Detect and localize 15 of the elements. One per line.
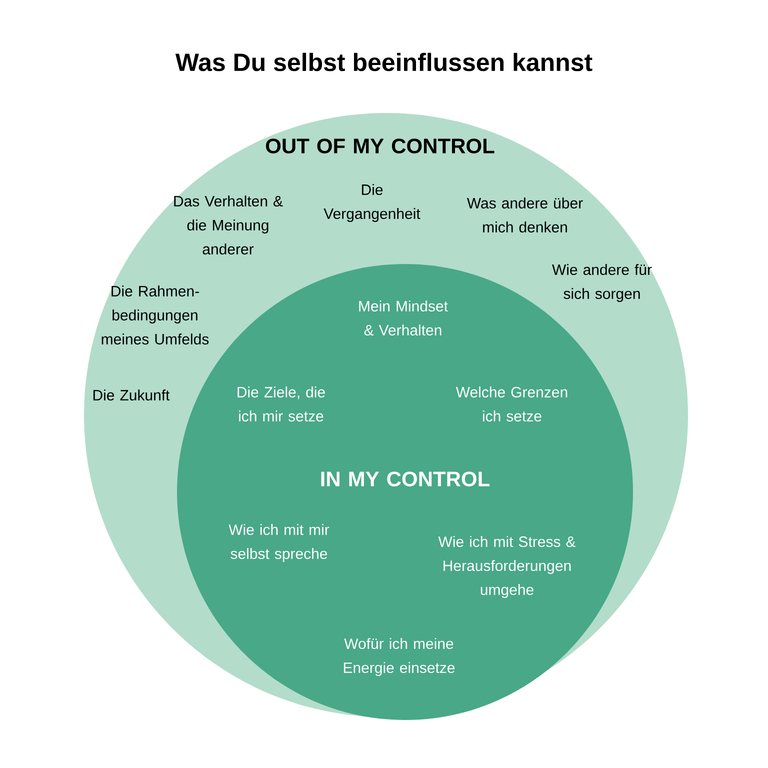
circle-item: Die Vergangenheit (324, 184, 420, 222)
circle-item: Was andere über mich denken (466, 198, 583, 232)
circle-item: Die Zukunft (93, 390, 170, 400)
circle-item: Welche Grenzen ich setze (456, 386, 568, 422)
circle-heading: IN MY CONTROL (321, 472, 490, 486)
circle-item: Mein Mindset & Verhalten (359, 300, 448, 336)
circle-item: Wie ich mit Stress & Herausforderungen umgehe (438, 536, 576, 598)
title: Was Du selbst beeinflussen kannst (175, 52, 592, 72)
circle-item: Die Rahmen-bedingungen meines Umfelds (102, 286, 209, 344)
circle-heading: OUT OF MY CONTROL (266, 138, 494, 154)
circle-item: Wie ich mit mir selbst spreche (228, 524, 330, 562)
circle-item: Wie andere für sich sorgen (552, 264, 652, 302)
circle-item: Wofür ich meine Energie einsetze (344, 638, 455, 676)
circle-item: Die Ziele, die ich mir setze (238, 386, 325, 422)
circle-item: Das Verhalten & die Meinung anderer (174, 196, 283, 254)
